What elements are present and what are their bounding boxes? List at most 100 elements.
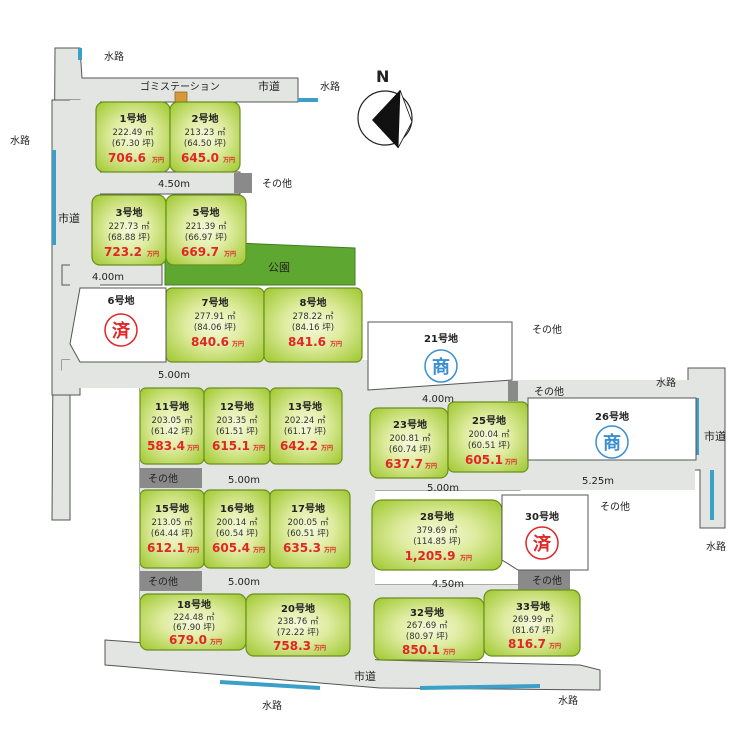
waterways bbox=[52, 48, 714, 690]
city-road-right-label: 市道 bbox=[704, 429, 726, 443]
road-width-500-spine: 5.00m bbox=[158, 370, 190, 381]
other-label-3: その他 bbox=[534, 385, 564, 398]
lot-area-tsubo: (72.22 坪) bbox=[277, 628, 319, 638]
commercial-badge-26-text: 商 bbox=[603, 432, 621, 454]
lot-25-label: 25号地 200.04 ㎡ (60.51 坪) 605.1 万円 bbox=[465, 414, 517, 467]
lot-area-m2: 379.69 ㎡ bbox=[417, 526, 458, 536]
lot-price: 583.4 bbox=[147, 439, 185, 453]
lot-area-m2: 203.35 ㎡ bbox=[217, 416, 258, 426]
lot-area-m2: 224.48 ㎡ bbox=[174, 613, 215, 623]
lot-name: 18号地 bbox=[177, 598, 211, 611]
lot-price: 723.2 bbox=[104, 245, 142, 259]
road-width-450-top: 4.50m bbox=[158, 179, 190, 190]
lot-11-label: 11号地 203.05 ㎡ (61.42 坪) 583.4 万円 bbox=[147, 400, 199, 453]
lot-price-unit: 万円 bbox=[223, 251, 236, 258]
waterway-right-lower-label: 水路 bbox=[706, 540, 726, 553]
lot-area-tsubo: (61.51 坪) bbox=[216, 427, 258, 437]
lot-price: 679.0 bbox=[169, 633, 207, 647]
lot-price-unit: 万円 bbox=[146, 251, 159, 258]
commercial-badge-21 bbox=[424, 349, 458, 383]
north-arrow: N bbox=[357, 67, 413, 149]
lot-price: 605.1 bbox=[465, 453, 503, 467]
lot-name: 20号地 bbox=[281, 602, 315, 615]
lot-price-unit: 万円 bbox=[231, 341, 244, 348]
lot-area-m2: 221.39 ㎡ bbox=[186, 222, 227, 232]
lot-price-unit: 万円 bbox=[313, 645, 326, 652]
lot-20-shape[interactable] bbox=[245, 593, 351, 657]
lot-area-tsubo: (60.51 坪) bbox=[287, 529, 329, 539]
sold-badge-6 bbox=[104, 313, 138, 347]
lot-area-tsubo: (67.30 坪) bbox=[112, 139, 154, 149]
sold-badge-30-text: 済 bbox=[533, 533, 552, 555]
lot-price: 642.2 bbox=[280, 439, 318, 453]
lot-name: 17号地 bbox=[291, 502, 325, 515]
other-label-4: その他 bbox=[148, 472, 178, 485]
lot-price: 706.6 bbox=[108, 151, 146, 165]
lot-area-m2: 213.23 ㎡ bbox=[185, 128, 226, 138]
sold-badge-6-text: 済 bbox=[112, 320, 131, 342]
other-strip-1 bbox=[234, 173, 252, 193]
road-width-525: 5.25m bbox=[582, 476, 614, 487]
lot-price-unit: 万円 bbox=[186, 445, 199, 452]
garbage-station-marker bbox=[174, 91, 188, 103]
map-labels: ゴミステーション 市道 市道 市道 市道 水路 水路 水路 水路 水路 水路 水… bbox=[10, 50, 726, 712]
waterway-right-label: 水路 bbox=[656, 376, 676, 389]
lot-price: 1,205.9 bbox=[405, 549, 456, 563]
lot-area-m2: 227.73 ㎡ bbox=[109, 222, 150, 232]
other-strip-4 bbox=[140, 571, 202, 591]
lot-area-tsubo: (64.50 坪) bbox=[184, 139, 226, 149]
special-lot-shapes bbox=[69, 287, 697, 571]
lot-33-shape[interactable] bbox=[483, 589, 581, 657]
lot-17-shape[interactable] bbox=[269, 489, 351, 569]
lot-17-label: 17号地 200.05 ㎡ (60.51 坪) 635.3 万円 bbox=[283, 502, 336, 555]
waterway-bottom-right-label: 水路 bbox=[558, 694, 578, 707]
lot-name: 3号地 bbox=[116, 206, 143, 219]
lot-26-name: 26号地 bbox=[595, 410, 629, 423]
lot-area-m2: 200.04 ㎡ bbox=[469, 430, 510, 440]
lot-area-m2: 267.69 ㎡ bbox=[407, 621, 448, 631]
lot-price-unit: 万円 bbox=[186, 547, 199, 554]
lot-name: 32号地 bbox=[410, 606, 444, 619]
lot-28-label: 28号地 379.69 ㎡ (114.85 坪) 1,205.9 万円 bbox=[405, 510, 472, 563]
lot-18-label: 18号地 224.48 ㎡ (67.90 坪) 679.0 万円 bbox=[169, 598, 222, 647]
lot-area-tsubo: (60.54 坪) bbox=[216, 529, 258, 539]
lot-13-shape[interactable] bbox=[269, 387, 343, 465]
waterway-top-label: 水路 bbox=[104, 50, 124, 63]
waterway-bottom-right bbox=[419, 684, 541, 690]
lot-2-label: 2号地 213.23 ㎡ (64.50 坪) 645.0 万円 bbox=[181, 112, 235, 165]
lot-name: 28号地 bbox=[420, 510, 454, 523]
lot-price: 850.1 bbox=[402, 643, 440, 657]
lot-name: 8号地 bbox=[300, 296, 327, 309]
lot-16-label: 16号地 200.14 ㎡ (60.54 坪) 605.4 万円 bbox=[212, 502, 265, 555]
lot-price: 637.7 bbox=[385, 457, 423, 471]
road-width-450-lower: 4.50m bbox=[432, 579, 464, 590]
lot-3-label: 3号地 227.73 ㎡ (68.88 坪) 723.2 万円 bbox=[104, 206, 159, 259]
lot-area-tsubo: (67.90 坪) bbox=[173, 623, 215, 633]
lot-name: 33号地 bbox=[516, 600, 550, 613]
special-lot-labels: 6号地 済 21号地 商 26号地 商 30号地 済 bbox=[104, 294, 629, 560]
lot-2-shape[interactable] bbox=[169, 101, 241, 173]
lot-area-tsubo: (84.06 坪) bbox=[194, 323, 236, 333]
other-strip-3 bbox=[140, 468, 202, 488]
lot-area-tsubo: (60.51 坪) bbox=[468, 441, 510, 451]
lot-area-tsubo: (81.67 坪) bbox=[512, 626, 554, 636]
lot-5-shape[interactable] bbox=[165, 194, 247, 266]
lot-area-tsubo: (84.16 坪) bbox=[292, 323, 334, 333]
lot-12-label: 12号地 203.35 ㎡ (61.51 坪) 615.1 万円 bbox=[212, 400, 265, 453]
lot-price: 605.4 bbox=[212, 541, 250, 555]
lot-7-label: 7号地 277.91 ㎡ (84.06 坪) 840.6 万円 bbox=[191, 296, 244, 349]
lot-price: 615.1 bbox=[212, 439, 250, 453]
lot-price-unit: 万円 bbox=[151, 157, 164, 164]
other-strip-2 bbox=[508, 381, 518, 401]
lot-area-tsubo: (61.42 坪) bbox=[151, 427, 193, 437]
lot-32-label: 32号地 267.69 ㎡ (80.97 坪) 850.1 万円 bbox=[402, 606, 455, 657]
lot-price: 816.7 bbox=[508, 637, 546, 651]
lot-15-label: 15号地 213.05 ㎡ (64.44 坪) 612.1 万円 bbox=[147, 502, 199, 555]
lot-price-unit: 万円 bbox=[252, 445, 265, 452]
lot-price: 669.7 bbox=[181, 245, 219, 259]
other-label-2: その他 bbox=[532, 323, 562, 336]
lot-21-name: 21号地 bbox=[424, 332, 458, 345]
lot-8-shape[interactable] bbox=[263, 287, 363, 363]
lot-price: 635.3 bbox=[283, 541, 321, 555]
